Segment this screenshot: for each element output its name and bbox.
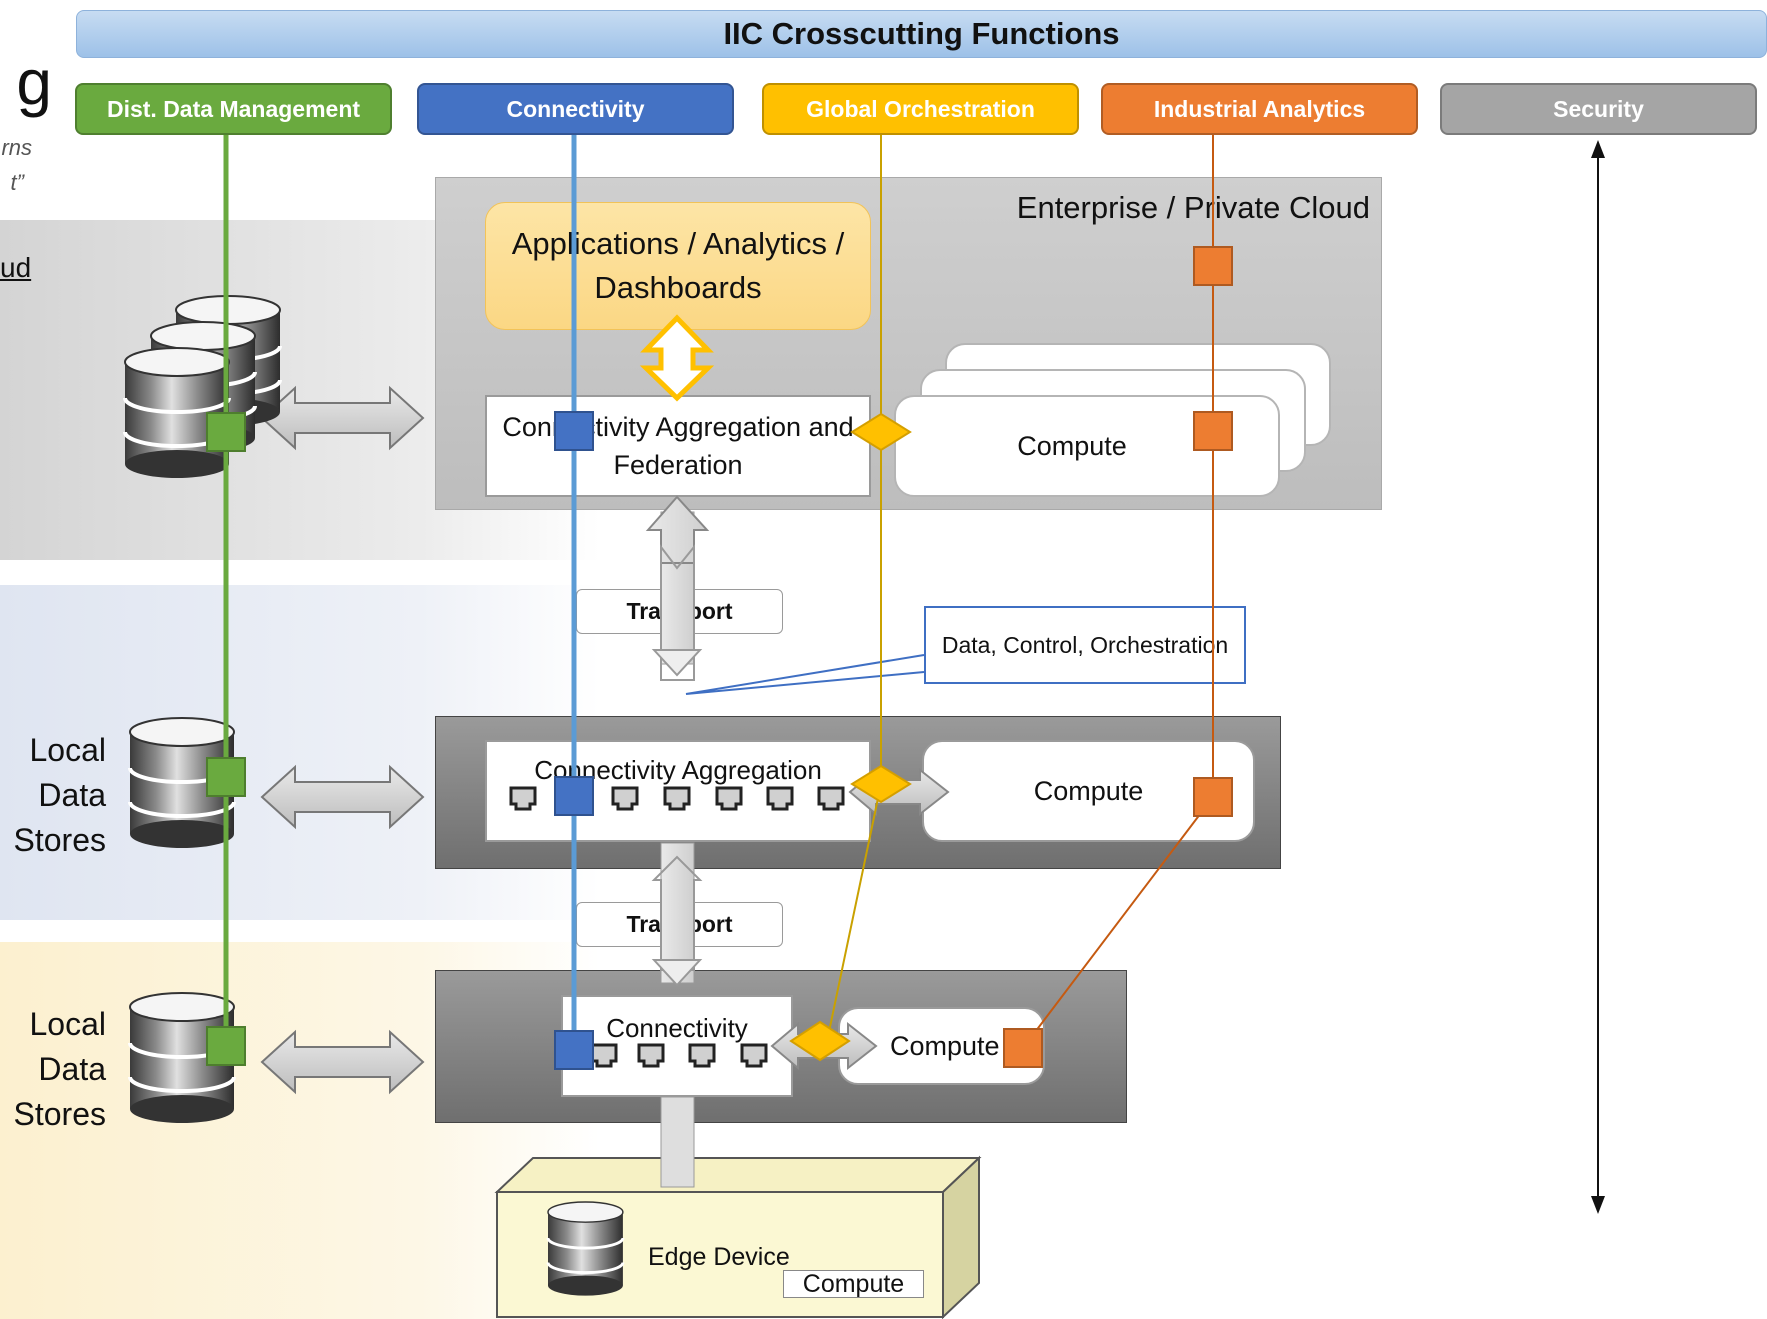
cut-subtitle-line1: rns: [1, 135, 32, 160]
function-global-orchestration: Global Orchestration: [762, 83, 1079, 135]
port-icon: [637, 1043, 665, 1068]
edge-local-data-stores-label: Local Data Stores: [13, 1006, 106, 1132]
port-icon: [509, 786, 537, 811]
analytics-node: [1193, 411, 1233, 451]
fog-compute-label: Compute: [1033, 775, 1144, 806]
orchestration-node: [850, 764, 912, 804]
data-management-node: [206, 412, 246, 452]
port-icon: [715, 786, 743, 811]
connectivity-node: [554, 411, 594, 451]
orchestration-line: [825, 135, 882, 1047]
edge-datastore-arrow: [260, 1029, 425, 1095]
fog-datastore-arrow: [260, 764, 425, 830]
fog-local-data-stores-label: Local Data Stores: [13, 732, 106, 858]
port-icon: [688, 1043, 716, 1068]
port-icon: [663, 786, 691, 811]
edge-device-data-store-icon: [546, 1201, 625, 1296]
orchestration-node: [850, 412, 912, 452]
data-management-node: [206, 757, 246, 797]
analytics-node: [1193, 777, 1233, 817]
orchestration-node: [789, 1020, 851, 1062]
port-icon: [817, 786, 845, 811]
transport-arrow-up-cloud: [645, 495, 710, 564]
analytics-node: [1193, 246, 1233, 286]
edge-device-stem: [660, 1096, 695, 1188]
applications-analytics-dashboards: Applications / Analytics / Dashboards: [485, 202, 871, 330]
cut-subtitle-line2: t”: [10, 170, 24, 195]
analytics-node: [1003, 1028, 1043, 1068]
cloud-datastore-arrow: [260, 385, 425, 451]
edge-compute-label: Compute: [890, 1030, 1000, 1061]
edge-device-label: Edge Device: [648, 1243, 790, 1271]
apps-double-arrow: [639, 314, 715, 402]
function-industrial-analytics: Industrial Analytics: [1101, 83, 1418, 135]
data-control-orchestration-callout: Data, Control, Orchestration: [924, 606, 1246, 684]
cloud-tier-title: Enterprise / Private Cloud: [1016, 190, 1370, 225]
cut-cloud-label: ud: [0, 252, 32, 283]
function-connectivity: Connectivity: [417, 83, 734, 135]
edge-device-compute: Compute: [783, 1270, 924, 1298]
connectivity-node: [554, 776, 594, 816]
port-icon: [611, 786, 639, 811]
cloud-compute-label: Compute: [1017, 430, 1127, 461]
port-icon: [740, 1043, 768, 1068]
data-management-node: [206, 1026, 246, 1066]
port-icon: [766, 786, 794, 811]
port-icon: [590, 1043, 618, 1068]
analytics-line: [1022, 135, 1214, 1049]
function-security: Security: [1440, 83, 1757, 135]
edge-connectivity-label: Connectivity: [606, 1013, 748, 1043]
crosscutting-functions-banner: IIC Crosscutting Functions: [76, 10, 1767, 58]
edge-data-store-icon: [128, 992, 236, 1123]
cut-title-letter: g: [16, 46, 52, 118]
fog-data-store-icon: [128, 717, 236, 848]
connectivity-node: [554, 1030, 594, 1070]
function-dist-data-management: Dist. Data Management: [75, 83, 392, 135]
callout-pointer: [685, 654, 925, 695]
cloud-data-stores-icon: [123, 295, 282, 478]
